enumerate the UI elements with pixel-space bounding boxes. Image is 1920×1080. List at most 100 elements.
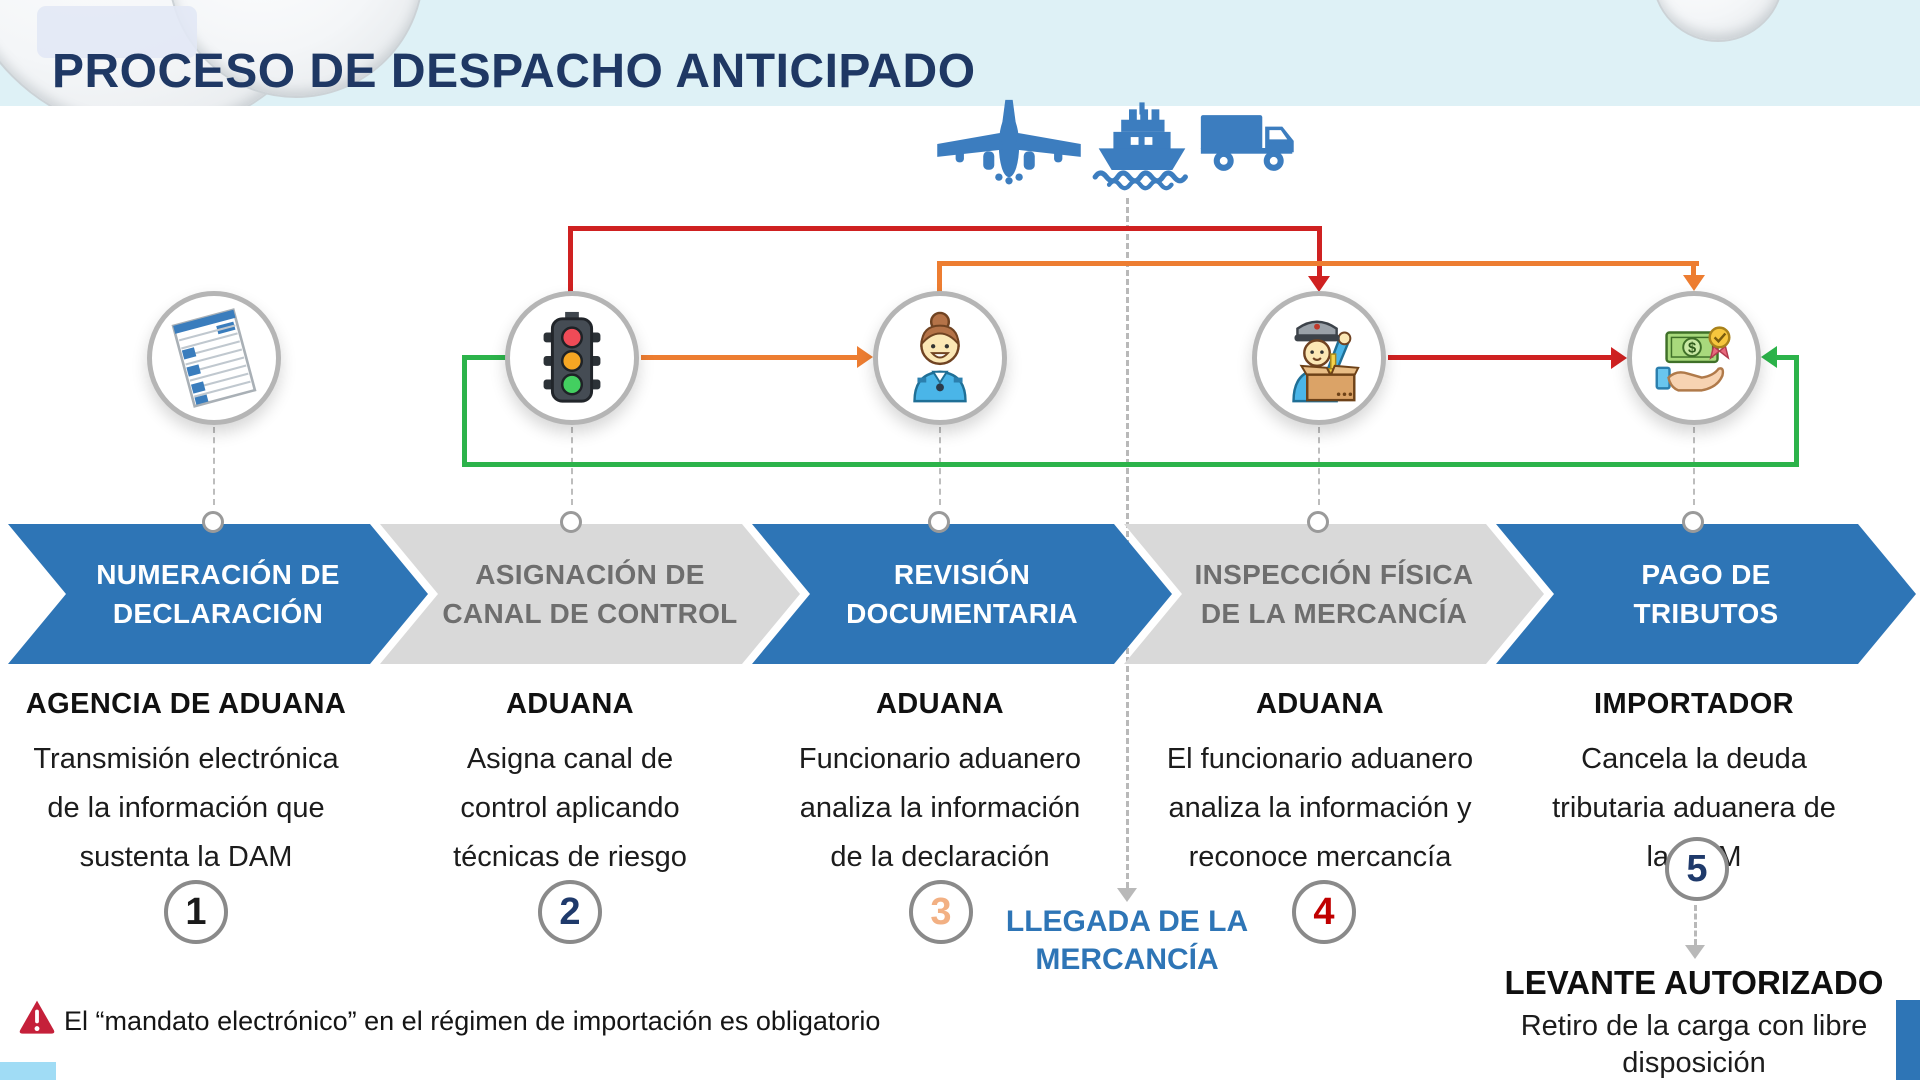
step-description-line: reconoce mercancía — [1188, 841, 1452, 873]
footnote-text: El “mandato electrónico” en el régimen d… — [64, 1006, 881, 1036]
release-arrowhead-icon — [1685, 945, 1705, 959]
banner-dot — [560, 511, 582, 533]
banner-dot — [202, 511, 224, 533]
step-banner-1: NUMERACIÓN DE DECLARACIÓN — [8, 524, 428, 664]
step-info-1: AGENCIA DE ADUANA Transmisión electrónic… — [6, 688, 366, 882]
orange-channel-line — [937, 261, 1699, 266]
green-channel-line — [1794, 355, 1799, 467]
truck-icon — [1200, 115, 1294, 171]
release-title: LEVANTE AUTORIZADO — [1504, 964, 1884, 1001]
step-node-5: $ — [1627, 291, 1761, 425]
bubble-highlight-decoration — [37, 6, 197, 58]
bubble-decoration — [1652, 0, 1784, 42]
step-banner-4: INSPECCIÓN FÍSICA DE LA MERCANCÍA — [1124, 524, 1544, 664]
orange-channel-line — [1691, 261, 1696, 277]
step-description-line: técnicas de riesgo — [453, 841, 687, 873]
step-number-3: 3 — [909, 880, 973, 944]
banner-line: REVISIÓN — [893, 559, 1031, 590]
step-node-3 — [873, 291, 1007, 425]
step-number-1: 1 — [164, 880, 228, 944]
banner-dot — [928, 511, 950, 533]
orange-flow-line — [641, 355, 859, 360]
arrival-label-line: MERCANCÍA — [1035, 943, 1219, 976]
step-number-4: 4 — [1292, 880, 1356, 944]
step-actor: ADUANA — [1255, 688, 1385, 720]
step-description-line: de la información que — [47, 792, 325, 824]
red-channel-line — [1317, 226, 1322, 278]
svg-text:$: $ — [1688, 341, 1696, 357]
red-arrowhead-icon — [1611, 347, 1627, 369]
banner-line: CANAL DE CONTROL — [442, 598, 738, 629]
step-actor: AGENCIA DE ADUANA — [25, 688, 347, 720]
step-node-2 — [505, 291, 639, 425]
step-description-line: Funcionario aduanero — [798, 743, 1082, 775]
customs-officer-icon — [913, 311, 967, 403]
corner-accent-left — [0, 1062, 56, 1080]
step-actor: ADUANA — [505, 688, 635, 720]
header-band — [0, 0, 1920, 106]
step-description-line: Cancela la deuda — [1581, 743, 1807, 775]
arrival-arrowhead-icon — [1117, 888, 1137, 902]
node-connector — [213, 427, 215, 505]
red-arrowhead-icon — [1308, 276, 1330, 292]
step-description-line: El funcionario aduanero — [1166, 743, 1474, 775]
cargo-ship-icon — [1092, 102, 1188, 191]
step-banner-3: REVISIÓN DOCUMENTARIA — [752, 524, 1172, 664]
red-flow-line — [1388, 355, 1613, 360]
release-description: Retiro de la carga con libre disposición — [1494, 1008, 1894, 1080]
orange-channel-line — [937, 261, 942, 293]
banner-dot — [1682, 511, 1704, 533]
red-channel-line — [568, 226, 573, 293]
page-title: PROCESO DE DESPACHO ANTICIPADO — [52, 45, 976, 98]
step-number-2: 2 — [538, 880, 602, 944]
dam-declaration-form-icon — [171, 308, 257, 408]
release-description-line: disposición — [1622, 1047, 1766, 1079]
step-description-line: tributaria aduanera de — [1552, 792, 1836, 824]
step-info-2: ADUANA Asigna canal de control aplicando… — [390, 688, 750, 882]
step-description-line: analiza la información y — [1168, 792, 1472, 824]
banner-line: TRIBUTOS — [1633, 598, 1779, 629]
banner-line: NUMERACIÓN DE — [96, 559, 340, 590]
release-dashed-line — [1694, 905, 1697, 945]
release-description-line: Retiro de la carga con libre — [1520, 1010, 1868, 1042]
green-channel-line — [462, 462, 1799, 467]
warning-alert-icon — [18, 998, 56, 1041]
step-info-4: ADUANA El funcionario aduanero analiza l… — [1140, 688, 1500, 882]
traffic-light-icon — [543, 311, 601, 403]
red-channel-line — [568, 226, 1322, 231]
banner-line: PAGO DE — [1641, 559, 1771, 590]
transport-icons-group — [930, 94, 1296, 194]
step-actor: IMPORTADOR — [1593, 688, 1794, 720]
orange-arrowhead-icon — [857, 346, 873, 368]
step-description-line: control aplicando — [460, 792, 680, 824]
step-description-line: Asigna canal de — [466, 743, 674, 775]
banner-line: DOCUMENTARIA — [846, 598, 1078, 629]
airplane-icon — [937, 99, 1081, 185]
green-channel-line — [462, 355, 467, 467]
banner-line: DECLARACIÓN — [112, 598, 324, 629]
banner-line: INSPECCIÓN FÍSICA — [1194, 559, 1474, 590]
step-description-line: analiza la información — [799, 792, 1081, 824]
green-channel-line — [462, 355, 508, 360]
arrival-label: LLEGADA DE LA MERCANCÍA — [977, 903, 1277, 979]
green-channel-line — [1777, 355, 1799, 360]
step-description-line: sustenta la DAM — [79, 841, 293, 873]
step-info-5: IMPORTADOR Cancela la deuda tributaria a… — [1514, 688, 1874, 882]
banner-line: ASIGNACIÓN DE — [475, 559, 705, 590]
corner-accent-right — [1896, 1000, 1920, 1080]
banner-line: DE LA MERCANCÍA — [1200, 598, 1468, 629]
step-actor: ADUANA — [875, 688, 1005, 720]
step-banner-5: PAGO DE TRIBUTOS — [1496, 524, 1916, 664]
step-description-line: de la declaración — [830, 841, 1050, 873]
arrival-label-line: LLEGADA DE LA — [1005, 905, 1249, 938]
green-arrowhead-icon — [1761, 346, 1777, 368]
step-node-1 — [147, 291, 281, 425]
banner-dot — [1307, 511, 1329, 533]
payment-money-hand-icon: $ — [1655, 326, 1731, 392]
step-banner-2: ASIGNACIÓN DE CANAL DE CONTROL — [380, 524, 800, 664]
orange-arrowhead-icon — [1683, 275, 1705, 291]
step-info-3: ADUANA Funcionario aduanero analiza la i… — [760, 688, 1120, 882]
inspection-officer-box-icon — [1292, 320, 1360, 403]
step-number-5: 5 — [1665, 837, 1729, 901]
